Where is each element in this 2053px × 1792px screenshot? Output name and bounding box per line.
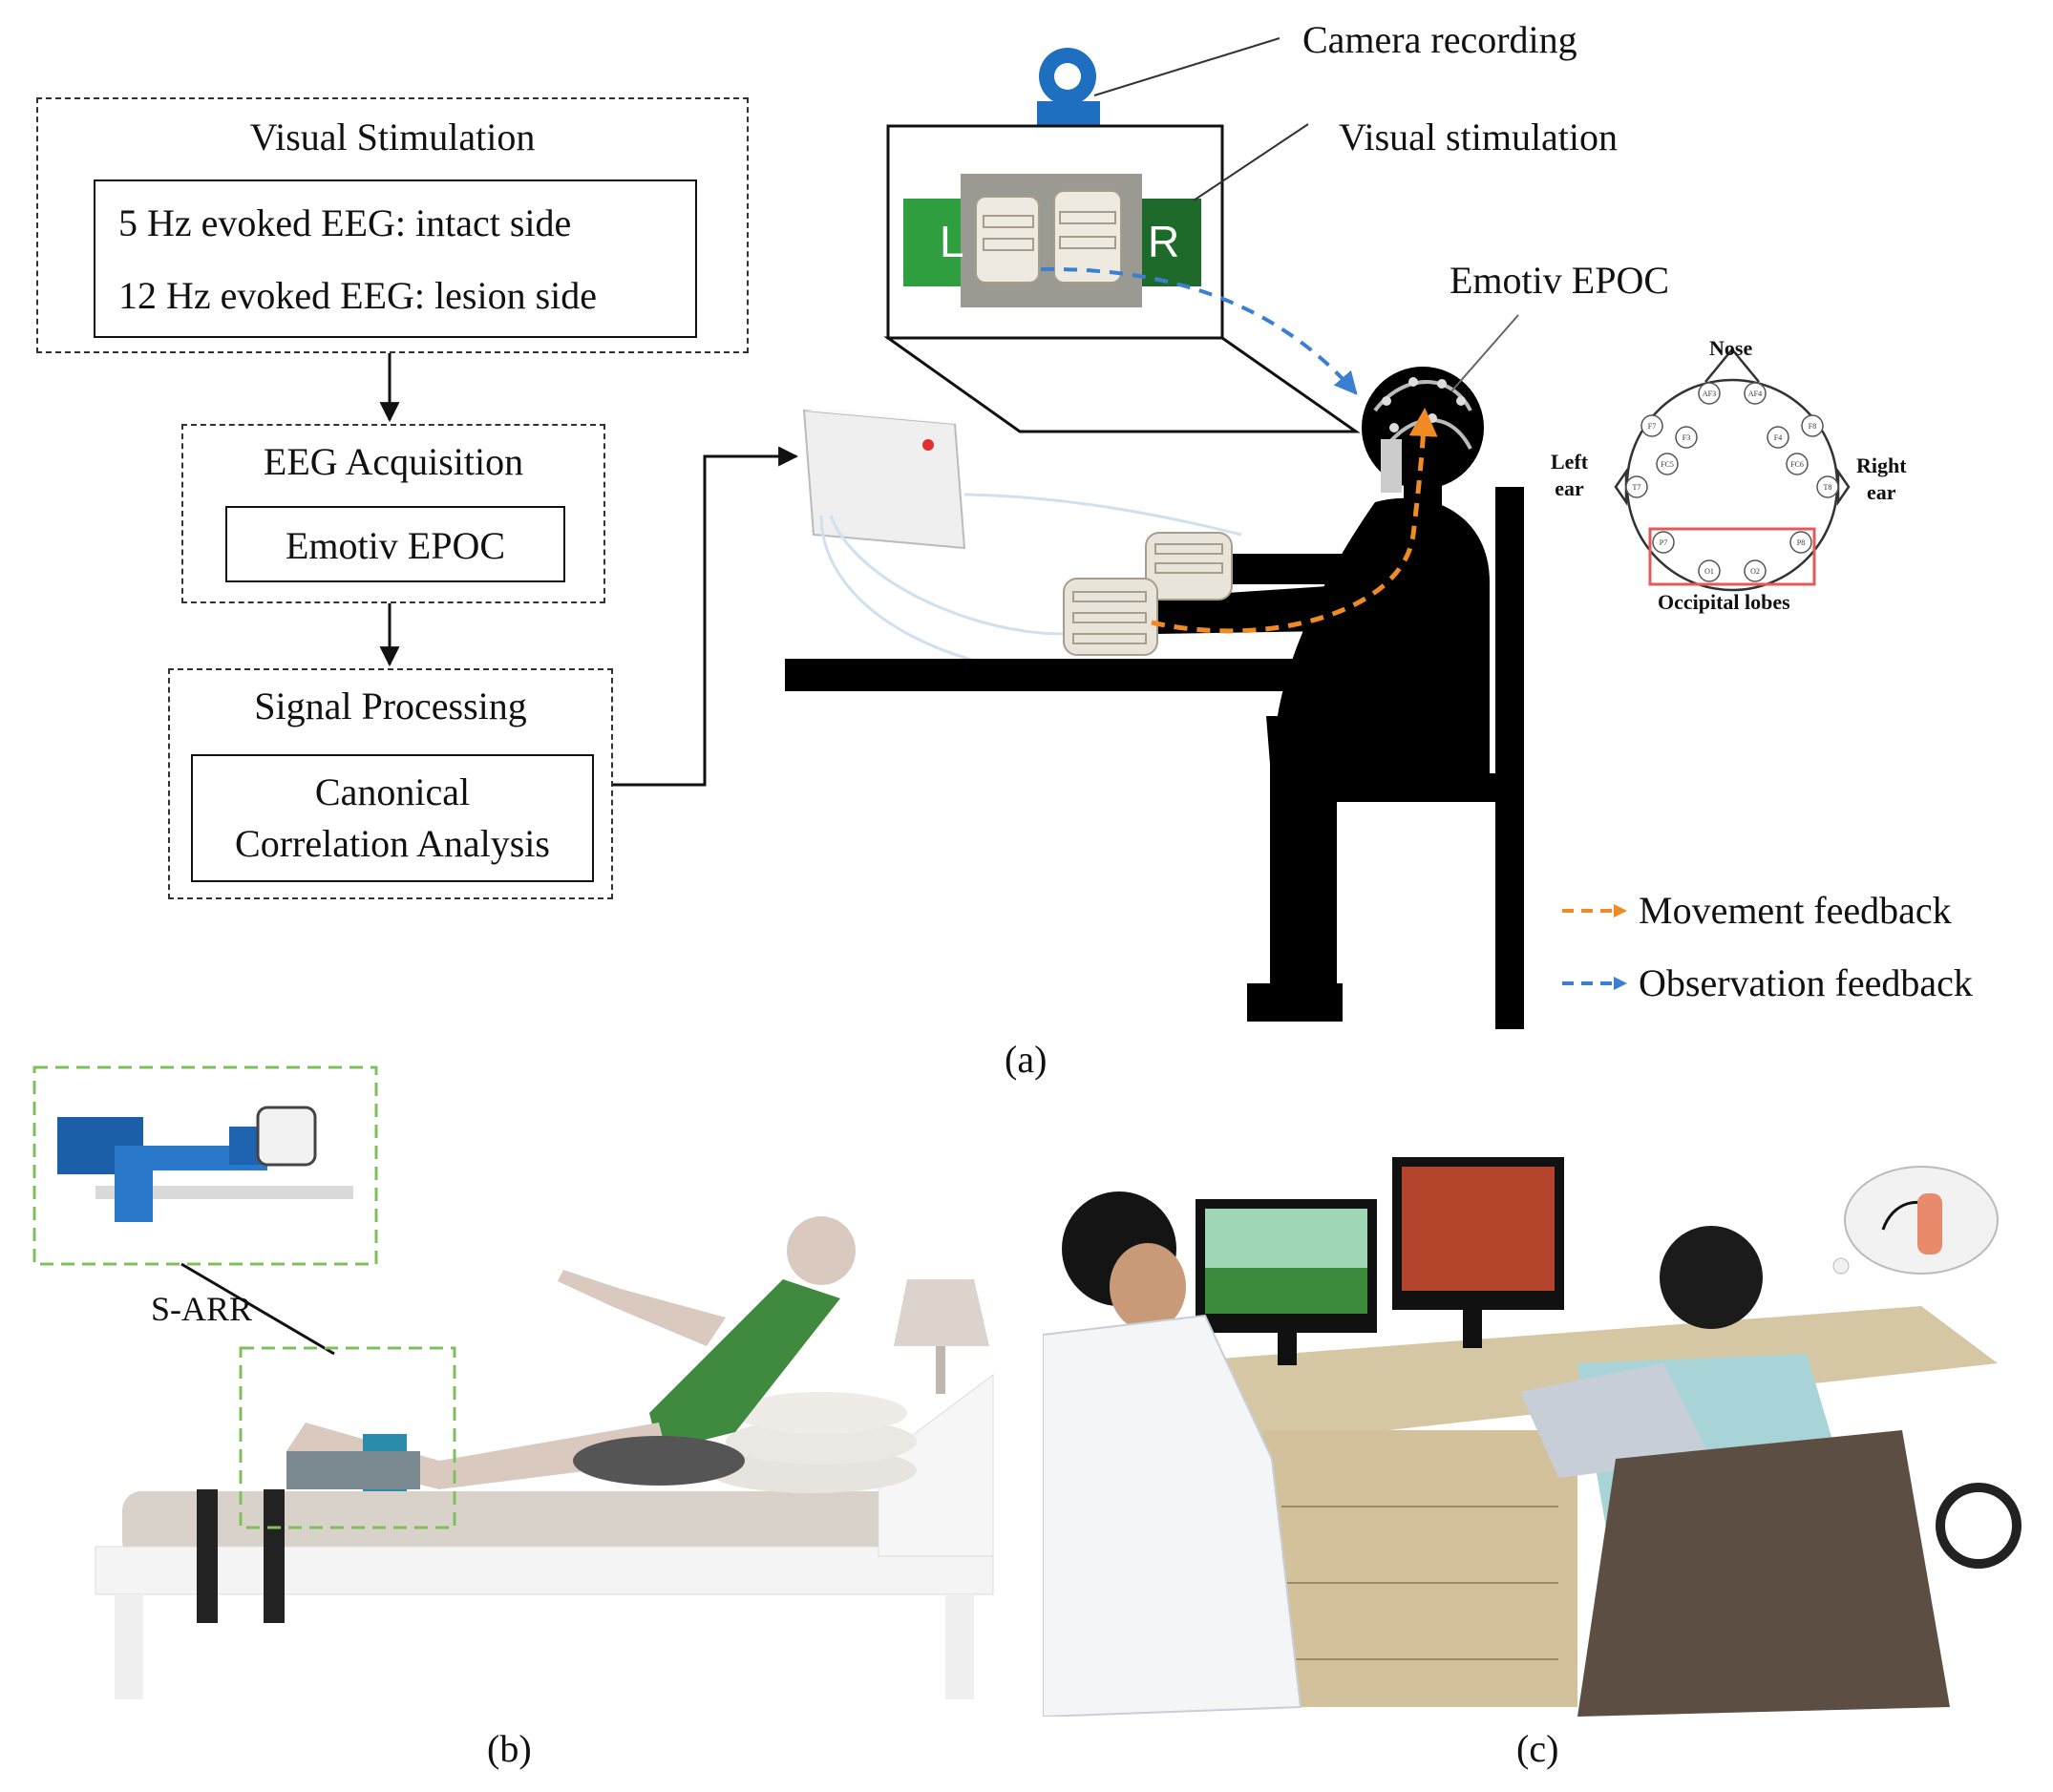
motor-imagery-thought-cloud bbox=[1832, 1166, 1999, 1275]
electrode-label-t7: T7 bbox=[1633, 483, 1641, 492]
cca-line-1: Canonical bbox=[314, 770, 471, 813]
screen-left-letter: L bbox=[940, 217, 964, 266]
electrode-label-f7: F7 bbox=[1648, 422, 1656, 431]
clinician bbox=[1043, 1191, 1302, 1717]
electrode-label-f8: F8 bbox=[1809, 422, 1816, 431]
movement-feedback-arrow bbox=[1151, 408, 1438, 634]
camera-label: Camera recording bbox=[1302, 18, 1577, 61]
s-arr-leader bbox=[180, 1262, 335, 1356]
electrode-f4 bbox=[1767, 426, 1789, 449]
signal-processing-title: Signal Processing bbox=[254, 685, 527, 727]
legend-swatches bbox=[1562, 904, 1627, 990]
left-ear-line2: ear bbox=[1555, 476, 1584, 500]
electrode-fc5 bbox=[1656, 453, 1679, 475]
stimulation-line-lesion: 12 Hz evoked EEG: lesion side bbox=[118, 274, 597, 317]
legend-observation-label: Observation feedback bbox=[1639, 961, 1973, 1004]
electrode-label-af4: AF4 bbox=[1748, 390, 1762, 398]
cca-line-2: Correlation Analysis bbox=[235, 822, 550, 865]
s-arr-bed-box bbox=[239, 1346, 456, 1529]
electrode-f7 bbox=[1640, 414, 1663, 437]
electrode-o1 bbox=[1698, 559, 1721, 582]
occipital-lobes-label: Occipital lobes bbox=[1658, 590, 1790, 614]
laptop-base bbox=[883, 336, 1361, 433]
electrode-label-f4: F4 bbox=[1774, 433, 1782, 442]
electrode-label-p8: P8 bbox=[1797, 538, 1805, 547]
headset-label: Emotiv EPOC bbox=[1450, 259, 1670, 302]
screen-right-letter: R bbox=[1148, 217, 1180, 266]
s-arr-device-photo bbox=[57, 1106, 353, 1222]
electrode-af3 bbox=[1698, 382, 1721, 405]
observation-feedback-arrow bbox=[1040, 266, 1358, 395]
map-left-ear-label: Left ear bbox=[1551, 449, 1588, 502]
right-ear-line2: ear bbox=[1867, 480, 1896, 504]
robotic-hand-right bbox=[1145, 532, 1233, 601]
electrode-label-af3: AF3 bbox=[1703, 390, 1716, 398]
right-ear-line1: Right bbox=[1856, 453, 1907, 477]
signal-processing-box: Signal Processing Canonical Correlation … bbox=[168, 668, 613, 899]
bed bbox=[95, 1374, 994, 1699]
cca-inner-box: Canonical Correlation Analysis bbox=[191, 754, 594, 882]
eeg-acquisition-box: EEG Acquisition Emotiv EPOC bbox=[181, 424, 605, 603]
table-top bbox=[785, 659, 1312, 691]
electrode-label-p7: P7 bbox=[1660, 538, 1667, 547]
camera-icon bbox=[1037, 48, 1100, 126]
map-right-ear-label: Right ear bbox=[1856, 453, 1907, 506]
electrode-f8 bbox=[1801, 414, 1824, 437]
left-ear-line1: Left bbox=[1551, 450, 1589, 474]
electrode-p7 bbox=[1652, 531, 1675, 554]
electrode-label-o1: O1 bbox=[1704, 567, 1714, 576]
electrode-fc6 bbox=[1786, 453, 1809, 475]
visual-stimulation-box: Visual Stimulation 5 Hz evoked EEG: inta… bbox=[36, 97, 749, 353]
desk bbox=[1157, 1306, 1998, 1449]
caption-a: (a) bbox=[1005, 1038, 1048, 1081]
electrode-label-f3: F3 bbox=[1683, 433, 1690, 442]
panel-c-photo bbox=[1043, 1144, 2026, 1717]
electrode-label-t8: T8 bbox=[1824, 483, 1832, 492]
visual-stim-leader bbox=[1193, 123, 1309, 201]
electrode-label-fc5: FC5 bbox=[1661, 460, 1674, 469]
caption-b: (b) bbox=[487, 1727, 532, 1770]
visual-stimulation-inner-box: 5 Hz evoked EEG: intact side 12 Hz evoke… bbox=[94, 179, 697, 338]
visual-stimulation-label: Visual stimulation bbox=[1339, 116, 1619, 158]
arrow-proc-to-controller bbox=[613, 446, 799, 787]
robotic-hand-left bbox=[1063, 578, 1158, 656]
occipital-highlight bbox=[1648, 527, 1816, 586]
map-nose-label: Nose bbox=[1709, 336, 1753, 360]
legend-movement-label: Movement feedback bbox=[1639, 889, 1952, 932]
patient-in-wheelchair bbox=[1520, 1226, 2021, 1717]
camera-leader bbox=[1093, 37, 1280, 96]
electrode-p8 bbox=[1789, 531, 1812, 554]
caption-c: (c) bbox=[1516, 1727, 1559, 1770]
panel-b-illustration bbox=[32, 1065, 994, 1699]
s-arr-label: S-ARR bbox=[151, 1290, 253, 1328]
stimulation-line-intact: 5 Hz evoked EEG: intact side bbox=[118, 201, 572, 244]
eeg-device-inner-box: Emotiv EPOC bbox=[225, 506, 565, 582]
eeg-acquisition-title: EEG Acquisition bbox=[263, 440, 524, 483]
visual-stimulation-title: Visual Stimulation bbox=[249, 116, 536, 158]
chair-back bbox=[1495, 487, 1524, 1029]
electrode-label-fc6: FC6 bbox=[1790, 460, 1804, 469]
electrode-t8 bbox=[1816, 475, 1839, 498]
person-silhouette bbox=[1155, 367, 1490, 1022]
electrode-af4 bbox=[1744, 382, 1767, 405]
eeg-device-label: Emotiv EPOC bbox=[285, 524, 506, 567]
headset-leader bbox=[1450, 314, 1519, 392]
robot-controller-box bbox=[802, 409, 966, 550]
electrode-o2 bbox=[1744, 559, 1767, 582]
electrode-label-o2: O2 bbox=[1750, 567, 1760, 576]
electrode-f3 bbox=[1675, 426, 1698, 449]
electrode-t7 bbox=[1625, 475, 1648, 498]
